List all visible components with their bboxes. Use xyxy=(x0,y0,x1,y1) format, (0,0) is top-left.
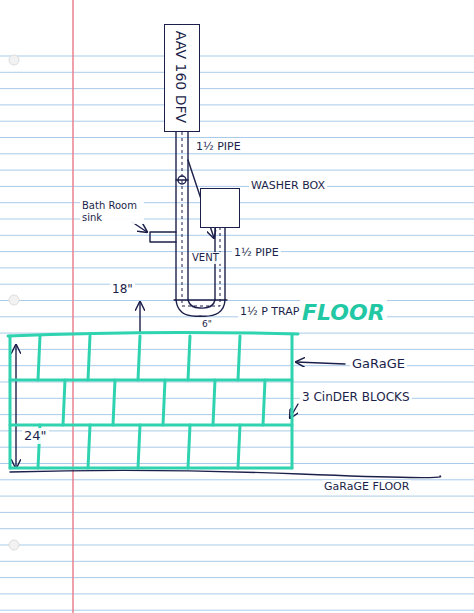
trap-note: 1½ P TRAP xyxy=(238,305,301,318)
valve-label: AAV 160 DFV xyxy=(174,31,190,123)
floor-label: FLOOR xyxy=(300,300,387,326)
washer-box: WASHER BOX xyxy=(200,188,240,228)
block-note: 3 CinDER BLOCKS xyxy=(300,390,412,404)
dimension: 6" xyxy=(200,319,214,330)
pipe-size: 1½ PIPE xyxy=(232,246,281,259)
garage-label: GaRaGE xyxy=(350,356,407,372)
fixture-note: Bath Room sink xyxy=(80,200,144,224)
valve-box: AAV 160 DFV xyxy=(164,24,200,132)
garage-floor-label: GaRaGE FLOOR xyxy=(322,480,411,493)
dimension: 24" xyxy=(22,428,49,444)
pipe-size: 1½ PIPE xyxy=(194,140,243,153)
dimension: 18" xyxy=(110,282,135,296)
box-label: WASHER BOX xyxy=(249,179,327,192)
vent-note: VENT xyxy=(190,252,221,264)
